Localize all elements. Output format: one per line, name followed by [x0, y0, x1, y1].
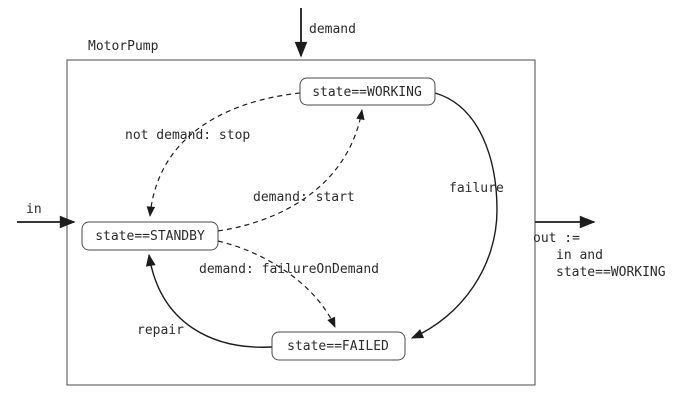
- transition-working-to-standby: [146, 92, 301, 218]
- transition-label-failure-on-demand: demand: failureOnDemand: [199, 262, 379, 277]
- state-failed-label: state==FAILED: [287, 339, 389, 354]
- transition-standby-to-failed: [217, 240, 336, 328]
- demand-input-label: demand: [309, 22, 356, 37]
- state-working-label: state==WORKING: [312, 85, 422, 100]
- state-failed-box: [271, 331, 406, 361]
- transition-label-stop: not demand: stop: [125, 128, 250, 143]
- transition-label-repair: repair: [137, 323, 184, 338]
- state-working-box: [299, 77, 436, 106]
- out-output-label-line3: state==WORKING: [556, 265, 666, 280]
- in-input-label: in: [26, 202, 42, 217]
- transition-label-failure: failure: [449, 181, 504, 196]
- state-working: state==WORKING: [299, 77, 436, 106]
- state-failed: state==FAILED: [271, 331, 406, 361]
- out-output-label-line2: in and: [556, 248, 603, 263]
- state-standby-box: [81, 221, 219, 251]
- transition-working-to-failed: [410, 92, 498, 339]
- state-standby: state==STANDBY: [81, 221, 219, 251]
- transition-failed-to-standby: [145, 253, 273, 348]
- out-output-label-line1: out :=: [533, 231, 580, 246]
- transition-standby-to-working: [217, 108, 365, 232]
- state-standby-label: state==STANDBY: [95, 229, 205, 244]
- diagram-title: MotorPump: [88, 39, 159, 54]
- transition-label-start: demand: start: [253, 190, 355, 205]
